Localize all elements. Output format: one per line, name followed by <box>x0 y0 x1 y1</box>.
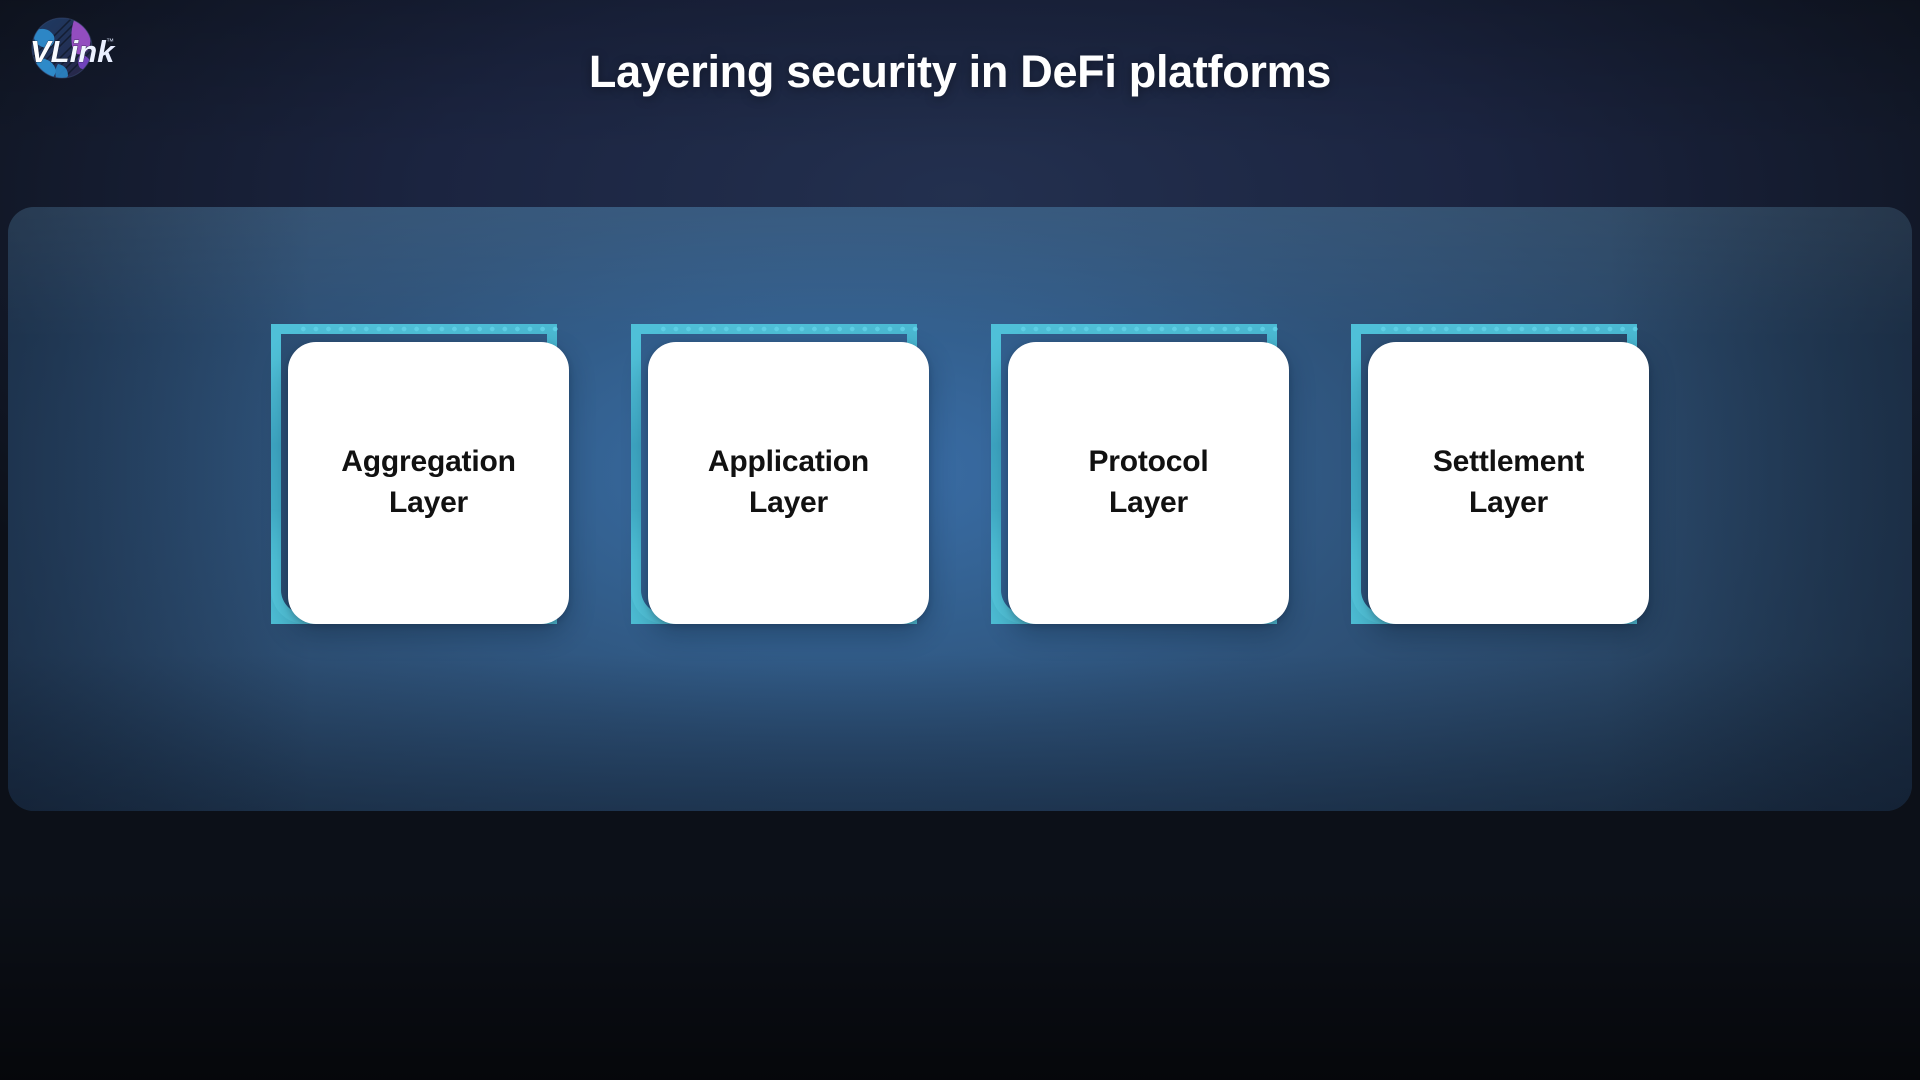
svg-text:™: ™ <box>106 37 114 46</box>
layer-card-label: Protocol Layer <box>1088 445 1209 519</box>
vlink-logo-mark: VLink ™ <box>30 17 116 79</box>
card-surface[interactable]: Settlement Layer <box>1368 342 1649 624</box>
card-surface[interactable]: Aggregation Layer <box>288 342 569 624</box>
layer-card-protocol[interactable]: Protocol Layer <box>991 324 1289 630</box>
page-title: Layering security in DeFi platforms <box>588 46 1332 97</box>
layer-card-row: Aggregation Layer Application Layer Prot… <box>0 324 1920 644</box>
layer-card-settlement[interactable]: Settlement Layer <box>1351 324 1649 630</box>
layer-card-label: Application Layer <box>707 445 870 519</box>
layer-card-aggregation[interactable]: Aggregation Layer <box>271 324 569 630</box>
svg-text:VLink: VLink <box>30 34 116 69</box>
layer-card-application[interactable]: Application Layer <box>631 324 929 630</box>
card-surface[interactable]: Protocol Layer <box>1008 342 1289 624</box>
layer-card-label: Aggregation Layer <box>341 445 516 519</box>
card-surface[interactable]: Application Layer <box>648 342 929 624</box>
vlink-logo[interactable]: VLink ™ <box>18 14 128 88</box>
layer-card-label: Settlement Layer <box>1432 445 1585 519</box>
